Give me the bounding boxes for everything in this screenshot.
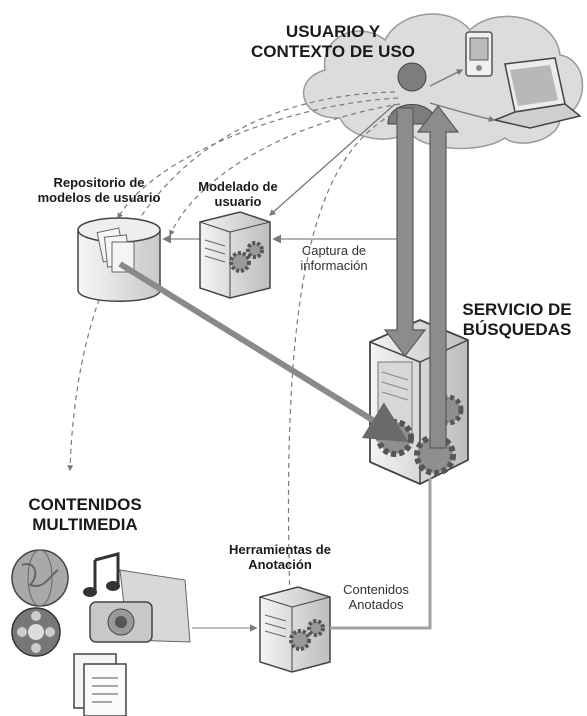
user-context-label: USUARIO Y CONTEXTO DE USO bbox=[250, 22, 416, 61]
multimedia-label: CONTENIDOS MULTIMEDIA bbox=[28, 495, 142, 534]
server-icon bbox=[259, 586, 331, 673]
query-down-arrow bbox=[383, 107, 427, 357]
music-note-icon bbox=[83, 552, 120, 597]
globe-icon bbox=[11, 549, 69, 607]
results-up-arrow bbox=[416, 105, 460, 449]
annotated-contents-label: Contenidos Anotados bbox=[343, 582, 409, 612]
info-capture-label: Captura de información bbox=[300, 243, 368, 273]
annotation-tools-label: Herramientas de Anotación bbox=[229, 542, 331, 572]
repository-to-search-link bbox=[118, 261, 409, 443]
user-to-laptop-link bbox=[429, 102, 496, 123]
repository-label: Repositorio de modelos de usuario bbox=[37, 175, 161, 205]
laptop-icon bbox=[492, 57, 582, 129]
user-modeling-label: Modelado de usuario bbox=[198, 179, 278, 209]
user-to-modeling-link bbox=[269, 103, 396, 216]
film-reel-icon bbox=[11, 607, 61, 657]
database-cylinder-icon bbox=[77, 217, 161, 302]
dashed-links bbox=[67, 91, 401, 602]
camera-icon bbox=[89, 601, 153, 643]
search-service-label: SERVICIO DE BÚSQUEDAS bbox=[462, 300, 572, 339]
gears-icon bbox=[289, 619, 325, 651]
document-icon bbox=[73, 653, 127, 716]
user-to-pda-link bbox=[429, 69, 464, 87]
annotated-to-search-link bbox=[330, 478, 432, 630]
pda-icon bbox=[465, 31, 493, 77]
gears-icon bbox=[229, 241, 264, 273]
